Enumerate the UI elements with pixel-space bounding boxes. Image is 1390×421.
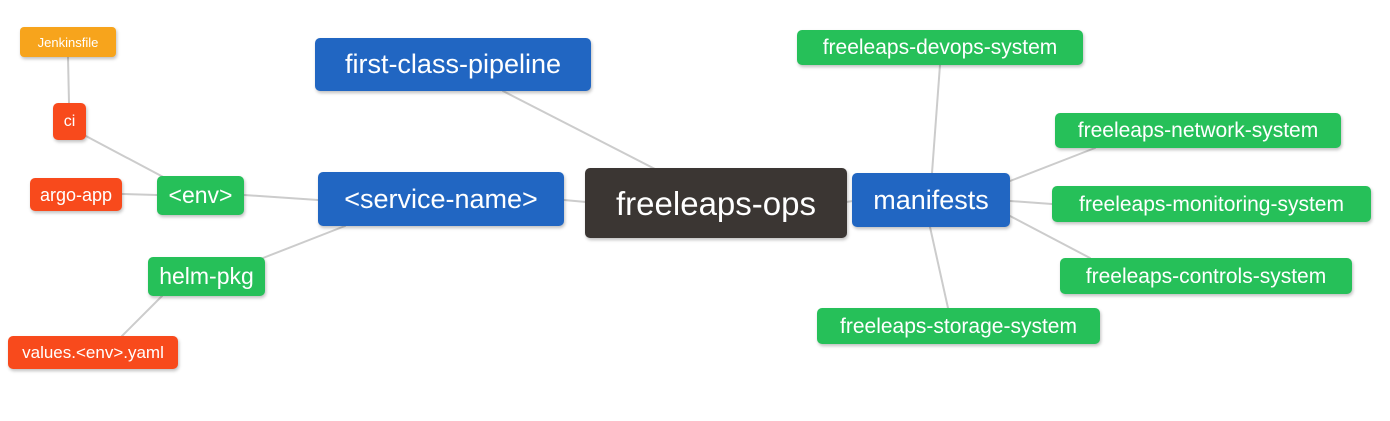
edge-service-name-freeleaps-ops [563,199,587,203]
node-manifests[interactable]: manifests [852,173,1010,227]
edge-ci-env [83,134,168,180]
node-helm-pkg[interactable]: helm-pkg [148,257,265,296]
edge-manifests-controls [1009,215,1091,259]
node-env[interactable]: <env> [157,176,244,215]
edge-pipeline-freeleaps-ops [502,90,656,170]
node-freeleaps-storage-system[interactable]: freeleaps-storage-system [817,308,1100,344]
node-freeleaps-devops-system[interactable]: freeleaps-devops-system [797,30,1083,65]
edge-env-service-name [243,194,319,201]
node-freeleaps-ops-root[interactable]: freeleaps-ops [585,168,847,238]
edge-jenkinsfile-ci [67,56,70,104]
node-freeleaps-monitoring-system[interactable]: freeleaps-monitoring-system [1052,186,1371,222]
edge-argo-app-env [121,193,158,196]
node-first-class-pipeline[interactable]: first-class-pipeline [315,38,591,91]
edge-manifests-monitoring [1009,200,1053,205]
node-jenkinsfile[interactable]: Jenkinsfile [20,27,116,57]
edge-helm-pkg-service-name [262,225,346,259]
edge-manifests-storage [929,226,949,309]
node-service-name[interactable]: <service-name> [318,172,564,226]
edge-values-helm-pkg [121,295,163,337]
node-freeleaps-network-system[interactable]: freeleaps-network-system [1055,113,1341,148]
node-values-env-yaml[interactable]: values.<env>.yaml [8,336,178,369]
node-argo-app[interactable]: argo-app [30,178,122,211]
edge-manifests-network [1009,147,1096,182]
node-freeleaps-controls-system[interactable]: freeleaps-controls-system [1060,258,1352,294]
node-ci[interactable]: ci [53,103,86,140]
edge-freeleaps-ops-manifests [845,200,854,203]
edge-manifests-devops [931,64,941,174]
